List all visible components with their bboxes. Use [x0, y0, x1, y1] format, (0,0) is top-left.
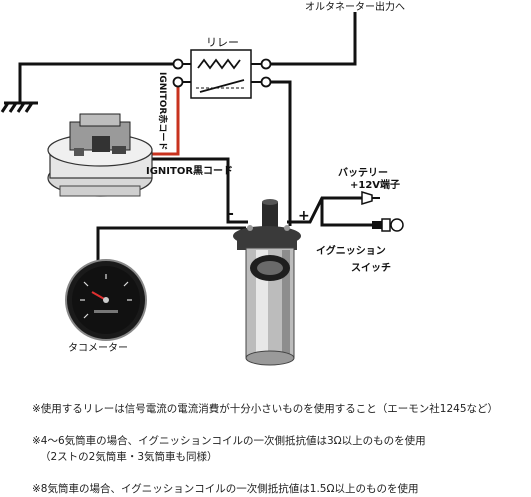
note-4-6-cylinder: ※4～6気筒車の場合、イグニッションコイルの一次側抵抗値は3Ω以上のものを使用 … [0, 433, 531, 465]
wire-ignitor-black [140, 157, 248, 224]
label-battery: バッテリー [338, 167, 388, 179]
label-ignitor-black: IGNITOR黒コード [146, 165, 233, 177]
wire-battery [287, 196, 372, 227]
label-tachometer: タコメーター [68, 342, 128, 354]
note-relay-text: ※使用するリレーは信号電流の電流消費が十分小さいものを使用すること（エーモン社1… [32, 403, 499, 415]
ignition-coil-illustration [233, 199, 301, 366]
label-plus: + [298, 208, 310, 224]
relay [172, 49, 272, 99]
ground-symbol [0, 101, 38, 113]
note-4-6-cylinder-line2: （2ストの2気筒車・3気筒車も同様） [40, 451, 218, 463]
relay-terminal-1 [172, 58, 184, 70]
label-ignition-switch-1: イグニッション [316, 244, 386, 257]
label-alternator-output: オルタネーター出力へ [305, 0, 405, 13]
wire-ground [18, 62, 173, 103]
tachometer-illustration [65, 259, 147, 341]
note-8-cylinder: ※8気筒車の場合、イグニッションコイルの一次側抵抗値は1.5Ω以上のものを使用 [0, 481, 531, 497]
note-4-6-cylinder-line1: ※4～6気筒車の場合、イグニッションコイルの一次側抵抗値は3Ω以上のものを使用 [32, 435, 426, 447]
label-ignition-switch-2: スイッチ [351, 262, 391, 274]
relay-terminal-4 [260, 76, 272, 88]
label-relay: リレー [206, 36, 239, 49]
wire-relay-to-coil-plus [270, 80, 292, 226]
wire-tachometer [96, 226, 246, 268]
relay-terminal-2 [172, 76, 184, 88]
distributor-illustration [47, 113, 153, 197]
relay-contact [199, 79, 245, 93]
battery-terminal-icon [361, 190, 380, 206]
label-ignitor-red: IGNITOR赤コード [157, 72, 169, 150]
relay-coil [197, 58, 241, 70]
label-minus: - [228, 206, 234, 222]
wire-alternator [270, 12, 357, 66]
note-8-cylinder-text: ※8気筒車の場合、イグニッションコイルの一次側抵抗値は1.5Ω以上のものを使用 [32, 483, 419, 495]
note-relay: ※使用するリレーは信号電流の電流消費が十分小さいものを使用すること（エーモン社1… [0, 401, 531, 417]
key-icon [372, 218, 404, 232]
label-battery-terminal: +12V端子 [350, 178, 400, 191]
relay-terminal-3 [260, 58, 272, 70]
